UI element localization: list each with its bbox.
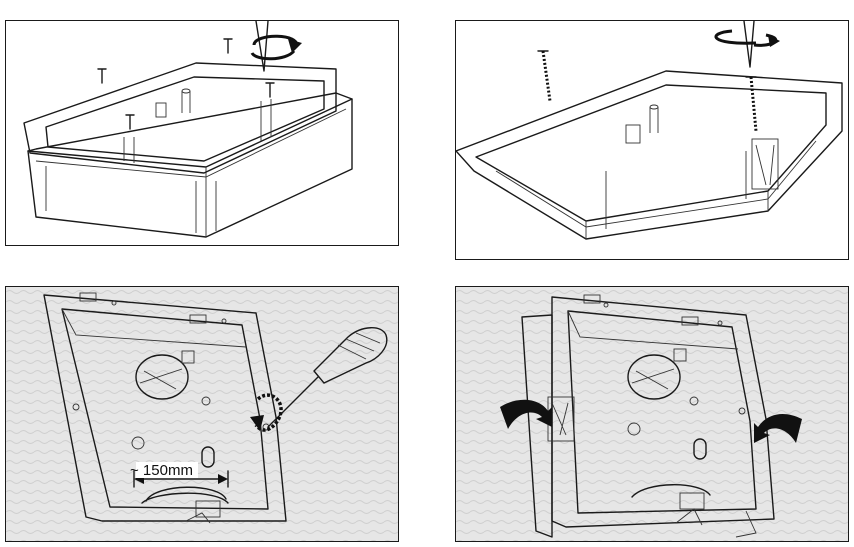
mounting-box bbox=[43, 292, 287, 524]
step-1-illustration bbox=[23, 21, 353, 238]
rotate-arrow-icon bbox=[714, 29, 780, 47]
box-frame bbox=[23, 62, 337, 174]
step-2-illustration bbox=[456, 21, 843, 240]
mounting-box bbox=[521, 294, 775, 538]
step-3-illustration: ~ 150mm bbox=[6, 287, 398, 541]
dimension-label: ~ 150mm bbox=[130, 462, 193, 479]
curved-arrow-icon bbox=[500, 399, 802, 443]
step-4-panel bbox=[455, 286, 849, 542]
screw-icon bbox=[537, 50, 758, 132]
screwdriver-icon bbox=[743, 21, 755, 68]
rotate-arrow-icon bbox=[250, 34, 302, 61]
mounting-box bbox=[456, 70, 843, 240]
screw-icon bbox=[97, 38, 275, 130]
mounting-box bbox=[27, 92, 353, 238]
screwdriver-icon bbox=[255, 21, 269, 72]
screwdriver-icon bbox=[267, 327, 388, 428]
step-1-panel bbox=[5, 20, 399, 246]
wall-surface bbox=[6, 287, 398, 541]
step-3-panel: ~ 150mm bbox=[5, 286, 399, 542]
step-2-panel bbox=[455, 20, 849, 260]
dimension-150mm: ~ 150mm bbox=[130, 462, 229, 488]
rotate-arrow-icon bbox=[250, 393, 283, 432]
step-4-illustration bbox=[456, 287, 848, 541]
